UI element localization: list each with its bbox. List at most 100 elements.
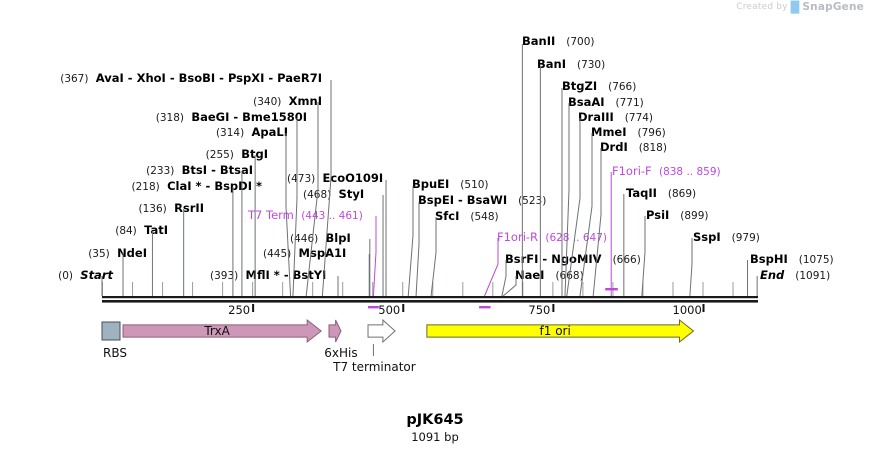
enzyme-name: PaeR7I <box>277 71 322 85</box>
enzyme-name: PsiI <box>646 208 670 222</box>
site-position: (340) <box>253 96 282 108</box>
ruler-minor-tick <box>702 282 704 296</box>
snapgene-logo-icon: █ <box>790 0 800 14</box>
6xhis-label: 6xHis <box>324 346 358 360</box>
enzyme-name: TatI <box>144 223 168 237</box>
leader-line <box>689 238 693 297</box>
enzyme-site-label: End (1091) <box>760 269 830 282</box>
feature-name: F1ori-R <box>497 230 539 244</box>
enzyme-name: SfcI <box>435 209 460 223</box>
site-position: (35) <box>88 248 110 260</box>
site-position: (473) <box>287 173 316 185</box>
trxa-feature-arrow[interactable] <box>122 318 322 344</box>
page-title: pJK645 <box>406 412 464 428</box>
ruler-minor-tick <box>372 282 374 296</box>
ruler-minor-tick <box>192 282 194 296</box>
leader-line <box>305 102 319 297</box>
feature-name: F1ori-F <box>612 164 652 178</box>
enzyme-site-label: (314) ApaLI <box>216 126 288 139</box>
name-separator: - <box>264 71 278 85</box>
site-position: (233) <box>146 165 175 177</box>
ruler-tick-label: 1000 <box>672 303 702 317</box>
enzyme-site-label: MmeI (796) <box>591 126 666 139</box>
enzyme-name: BstYI <box>292 268 327 282</box>
site-position: (445) <box>263 248 292 260</box>
name-separator: - <box>453 193 467 207</box>
enzyme-site-label: BtgZI (766) <box>562 80 636 93</box>
leader-line <box>501 260 507 297</box>
site-position: (318) <box>155 112 185 124</box>
name-separator: - <box>538 252 552 266</box>
leader-line <box>430 217 437 297</box>
site-position: (255) <box>205 149 234 161</box>
enzyme-name: XhoI <box>136 71 166 85</box>
ruler-minor-tick <box>462 282 464 296</box>
site-position: (771) <box>615 97 644 109</box>
enzyme-name: BtgZI <box>562 79 598 93</box>
leader-line <box>285 133 292 297</box>
name-separator: - <box>229 110 243 124</box>
f1ori-r-feature-bar <box>479 306 491 309</box>
name-separator: - <box>201 179 215 193</box>
enzyme-site-label: (367) AvaI - XhoI - BsoBI - PspXI - PaeR… <box>60 72 322 85</box>
enzyme-name: MmeI <box>591 125 627 139</box>
enzyme-name: AvaI <box>95 71 124 85</box>
name-separator: - <box>165 71 179 85</box>
enzyme-site-label: PsiI (899) <box>646 209 709 222</box>
annotated-feature-label: F1ori-F (838 .. 859) <box>612 165 721 178</box>
ruler-tick-label: 750 <box>528 303 551 317</box>
enzyme-site-label: (35) NdeI <box>88 247 147 260</box>
enzyme-site-label: BanII (700) <box>522 35 594 48</box>
enzyme-name: BaeGI <box>191 110 230 124</box>
enzyme-site-label: (0) Start <box>58 269 113 282</box>
ruler-major-tick <box>552 304 555 312</box>
enzyme-site-label: DrdI (818) <box>600 141 667 154</box>
annotated-feature-label: F1ori-R (628 .. 647) <box>497 231 607 244</box>
enzyme-site-label: SspI (979) <box>693 231 760 244</box>
snapgene-watermark: Created by █ SnapGene <box>736 1 864 13</box>
name-separator: - <box>279 268 293 282</box>
enzyme-name: BanI <box>537 57 566 71</box>
enzyme-name: BtgI <box>241 147 268 161</box>
rbs-feature-box[interactable] <box>101 321 121 341</box>
leader-line <box>484 238 499 297</box>
ruler-minor-tick <box>282 282 284 296</box>
name-separator: - <box>207 163 220 177</box>
enzyme-name: BspHI <box>750 252 788 266</box>
enzyme-site-label: BpuEI (510) <box>412 178 489 191</box>
ruler-minor-tick <box>132 282 134 296</box>
watermark-prefix: Created by <box>736 2 788 12</box>
t7-term-feature-bar <box>368 306 379 309</box>
enzyme-site-label: (318) BaeGI - Bme1580I <box>156 111 307 124</box>
enzyme-site-label: BsrFI - NgoMIV (666) <box>505 253 641 266</box>
enzyme-site-label: (136) RsrII <box>139 202 204 215</box>
ruler-minor-tick <box>222 282 224 296</box>
f1-ori-feature-arrow[interactable] <box>426 318 695 344</box>
enzyme-site-label: (445) MspA1I <box>263 247 346 260</box>
ruler-minor-tick <box>582 282 584 296</box>
enzyme-name: BsaAI <box>568 95 605 109</box>
leader-line <box>415 202 420 297</box>
6xhis-feature-arrow[interactable] <box>328 319 342 343</box>
ruler-tick-label: 500 <box>378 303 401 317</box>
leader-line <box>292 118 298 297</box>
enzyme-site-label: TaqII (869) <box>626 187 696 200</box>
plasmid-length: 1091 bp <box>411 430 459 444</box>
ruler-minor-tick <box>672 282 674 296</box>
leader-line <box>321 80 332 297</box>
site-position: (1075) <box>798 254 834 266</box>
enzyme-name: BtsaI <box>219 163 253 177</box>
ruler-major-tick <box>252 304 255 312</box>
t7-terminator-feature-arrow[interactable] <box>367 318 396 344</box>
enzyme-name: SspI <box>693 230 721 244</box>
enzyme-site-label: (233) BtsI - BtsaI <box>146 164 253 177</box>
enzyme-site-label: BspHI (1075) <box>750 253 834 266</box>
enzyme-name: NgoMIV <box>551 252 602 266</box>
rbs-label: RBS <box>103 346 127 360</box>
enzyme-site-label: (218) ClaI * - BspDI * <box>132 180 262 193</box>
site-position: (523) <box>518 195 547 207</box>
site-position: (730) <box>576 59 606 71</box>
ruler-minor-tick <box>642 282 644 296</box>
leader-line <box>566 118 581 297</box>
site-position: (0) <box>58 270 73 282</box>
